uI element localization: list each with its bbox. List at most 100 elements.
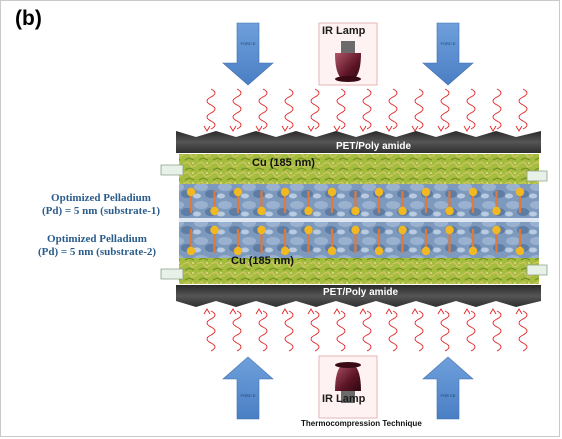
- heat-wave-bottom-8: [388, 310, 398, 352]
- cu-layer-bottom: [179, 258, 539, 284]
- ir-lamp-bottom: [318, 355, 378, 419]
- force-arrow-bottom-left: [222, 356, 274, 420]
- heat-wave-arrowhead-top-13: [515, 125, 523, 132]
- heat-wave-top-12: [492, 88, 502, 130]
- force-arrow-top-right: [422, 22, 474, 86]
- pd-bond-markers: [186, 187, 525, 256]
- heat-wave-top-1: [206, 88, 216, 130]
- heat-wave-arrowhead-top-2: [229, 125, 237, 132]
- bond-dot-1-5: [280, 187, 290, 197]
- bond-dot-1-2: [210, 206, 219, 216]
- pet-top-label: PET/Poly amide: [336, 141, 412, 152]
- force-arrow-bottom-left-label: FORC E: [240, 393, 256, 398]
- heat-wave-arrowhead-bottom-11: [463, 308, 471, 315]
- ir-lamp-top-label: IR Lamp: [322, 25, 366, 37]
- bond-dot-1-12: [445, 206, 454, 216]
- heat-wave-arrowhead-bottom-13: [515, 308, 523, 315]
- bond-dot-2-9: [374, 246, 384, 256]
- force-arrow-bottom-right: [422, 356, 474, 420]
- heat-wave-top-13: [518, 88, 528, 130]
- heat-wave-arrowhead-bottom-9: [411, 308, 419, 315]
- pd-substrate-2-line2: (Pd) = 5 nm (substrate-2): [37, 246, 157, 258]
- pet-layer-bottom: [176, 285, 541, 307]
- bond-dot-2-10: [398, 225, 407, 235]
- heat-wave-top-6: [336, 88, 346, 130]
- bond-dot-1-13: [468, 187, 478, 197]
- heat-wave-arrowhead-bottom-4: [281, 308, 289, 315]
- heat-wave-arrowhead-top-1: [203, 125, 211, 132]
- bond-dot-1-9: [374, 187, 384, 197]
- heat-wave-top-7: [362, 88, 372, 130]
- bond-dot-1-14: [492, 206, 501, 216]
- bond-dot-1-8: [351, 206, 360, 216]
- bond-dot-2-4: [257, 225, 266, 235]
- heat-wave-bottom-7: [362, 310, 372, 352]
- heat-wave-bottom-13: [518, 310, 528, 352]
- heat-wave-bottom-1: [206, 310, 216, 352]
- diagram-caption: Thermocompression Technique: [301, 419, 422, 428]
- heat-wave-arrowhead-top-4: [281, 125, 289, 132]
- bond-dot-2-13: [468, 246, 478, 256]
- bond-dot-2-11: [421, 246, 431, 256]
- cu-top-label: Cu (185 nm): [252, 157, 315, 169]
- heat-wave-bottom-6: [336, 310, 346, 352]
- pd-substrate-1-line2: (Pd) = 5 nm (substrate-1): [41, 205, 161, 217]
- pd-layer-substrate-2: [179, 222, 539, 258]
- heat-wave-arrowhead-bottom-7: [359, 308, 367, 315]
- heat-wave-arrowhead-bottom-12: [489, 308, 497, 315]
- side-tab-left-bottom: [160, 268, 184, 280]
- bond-dot-1-4: [257, 206, 266, 216]
- cu-bottom-label: Cu (185 nm): [231, 255, 294, 267]
- heat-wave-arrowhead-top-8: [385, 125, 393, 132]
- bond-dot-1-10: [398, 206, 407, 216]
- heat-wave-top-11: [466, 88, 476, 130]
- bond-dot-1-15: [515, 187, 525, 197]
- heat-wave-arrowhead-bottom-3: [255, 308, 263, 315]
- heat-wave-top-9: [414, 88, 424, 130]
- cu-layer-top: [179, 154, 539, 184]
- panel-label: (b): [15, 7, 42, 30]
- heat-wave-top-5: [310, 88, 320, 130]
- bond-dot-2-3: [233, 246, 243, 256]
- heat-wave-arrowhead-bottom-8: [385, 308, 393, 315]
- bond-dot-2-5: [280, 246, 290, 256]
- bond-dot-2-8: [351, 225, 360, 235]
- heat-wave-arrowhead-bottom-5: [307, 308, 315, 315]
- heat-wave-top-8: [388, 88, 398, 130]
- side-tab-left-top: [160, 164, 184, 176]
- ir-lamp-top: [318, 22, 378, 86]
- bond-dot-2-15: [515, 246, 525, 256]
- heat-wave-bottom-5: [310, 310, 320, 352]
- bond-dot-2-2: [210, 225, 219, 235]
- heat-wave-arrowhead-bottom-10: [437, 308, 445, 315]
- heat-wave-bottom-3: [258, 310, 268, 352]
- force-arrow-top-left-label: FORC E: [240, 41, 256, 46]
- heat-wave-arrowhead-top-5: [307, 125, 315, 132]
- force-arrow-top-right-label: FORC E: [440, 41, 456, 46]
- heat-wave-top-3: [258, 88, 268, 130]
- heat-waves-top: [203, 88, 528, 132]
- heat-wave-bottom-9: [414, 310, 424, 352]
- side-tab-right-top: [526, 170, 548, 182]
- heat-wave-arrowhead-bottom-6: [333, 308, 341, 315]
- heat-wave-arrowhead-top-6: [333, 125, 341, 132]
- pet-bottom-label: PET/Poly amide: [323, 287, 399, 298]
- heat-wave-arrowhead-top-12: [489, 125, 497, 132]
- heat-wave-bottom-11: [466, 310, 476, 352]
- heat-wave-bottom-2: [232, 310, 242, 352]
- bond-dot-2-12: [445, 225, 454, 235]
- heat-wave-arrowhead-top-11: [463, 125, 471, 132]
- heat-wave-bottom-4: [284, 310, 294, 352]
- heat-wave-bottom-12: [492, 310, 502, 352]
- pet-layer-top: [176, 131, 541, 153]
- heat-wave-arrowhead-bottom-1: [203, 308, 211, 315]
- heat-wave-top-2: [232, 88, 242, 130]
- bond-dot-1-7: [327, 187, 337, 197]
- heat-wave-arrowhead-top-3: [255, 125, 263, 132]
- bond-dot-2-1: [186, 246, 196, 256]
- pd-substrate-1-line1: Optimized Pelladium: [51, 192, 151, 204]
- ir-lamp-bottom-label: IR Lamp: [322, 393, 366, 405]
- bond-dot-1-3: [233, 187, 243, 197]
